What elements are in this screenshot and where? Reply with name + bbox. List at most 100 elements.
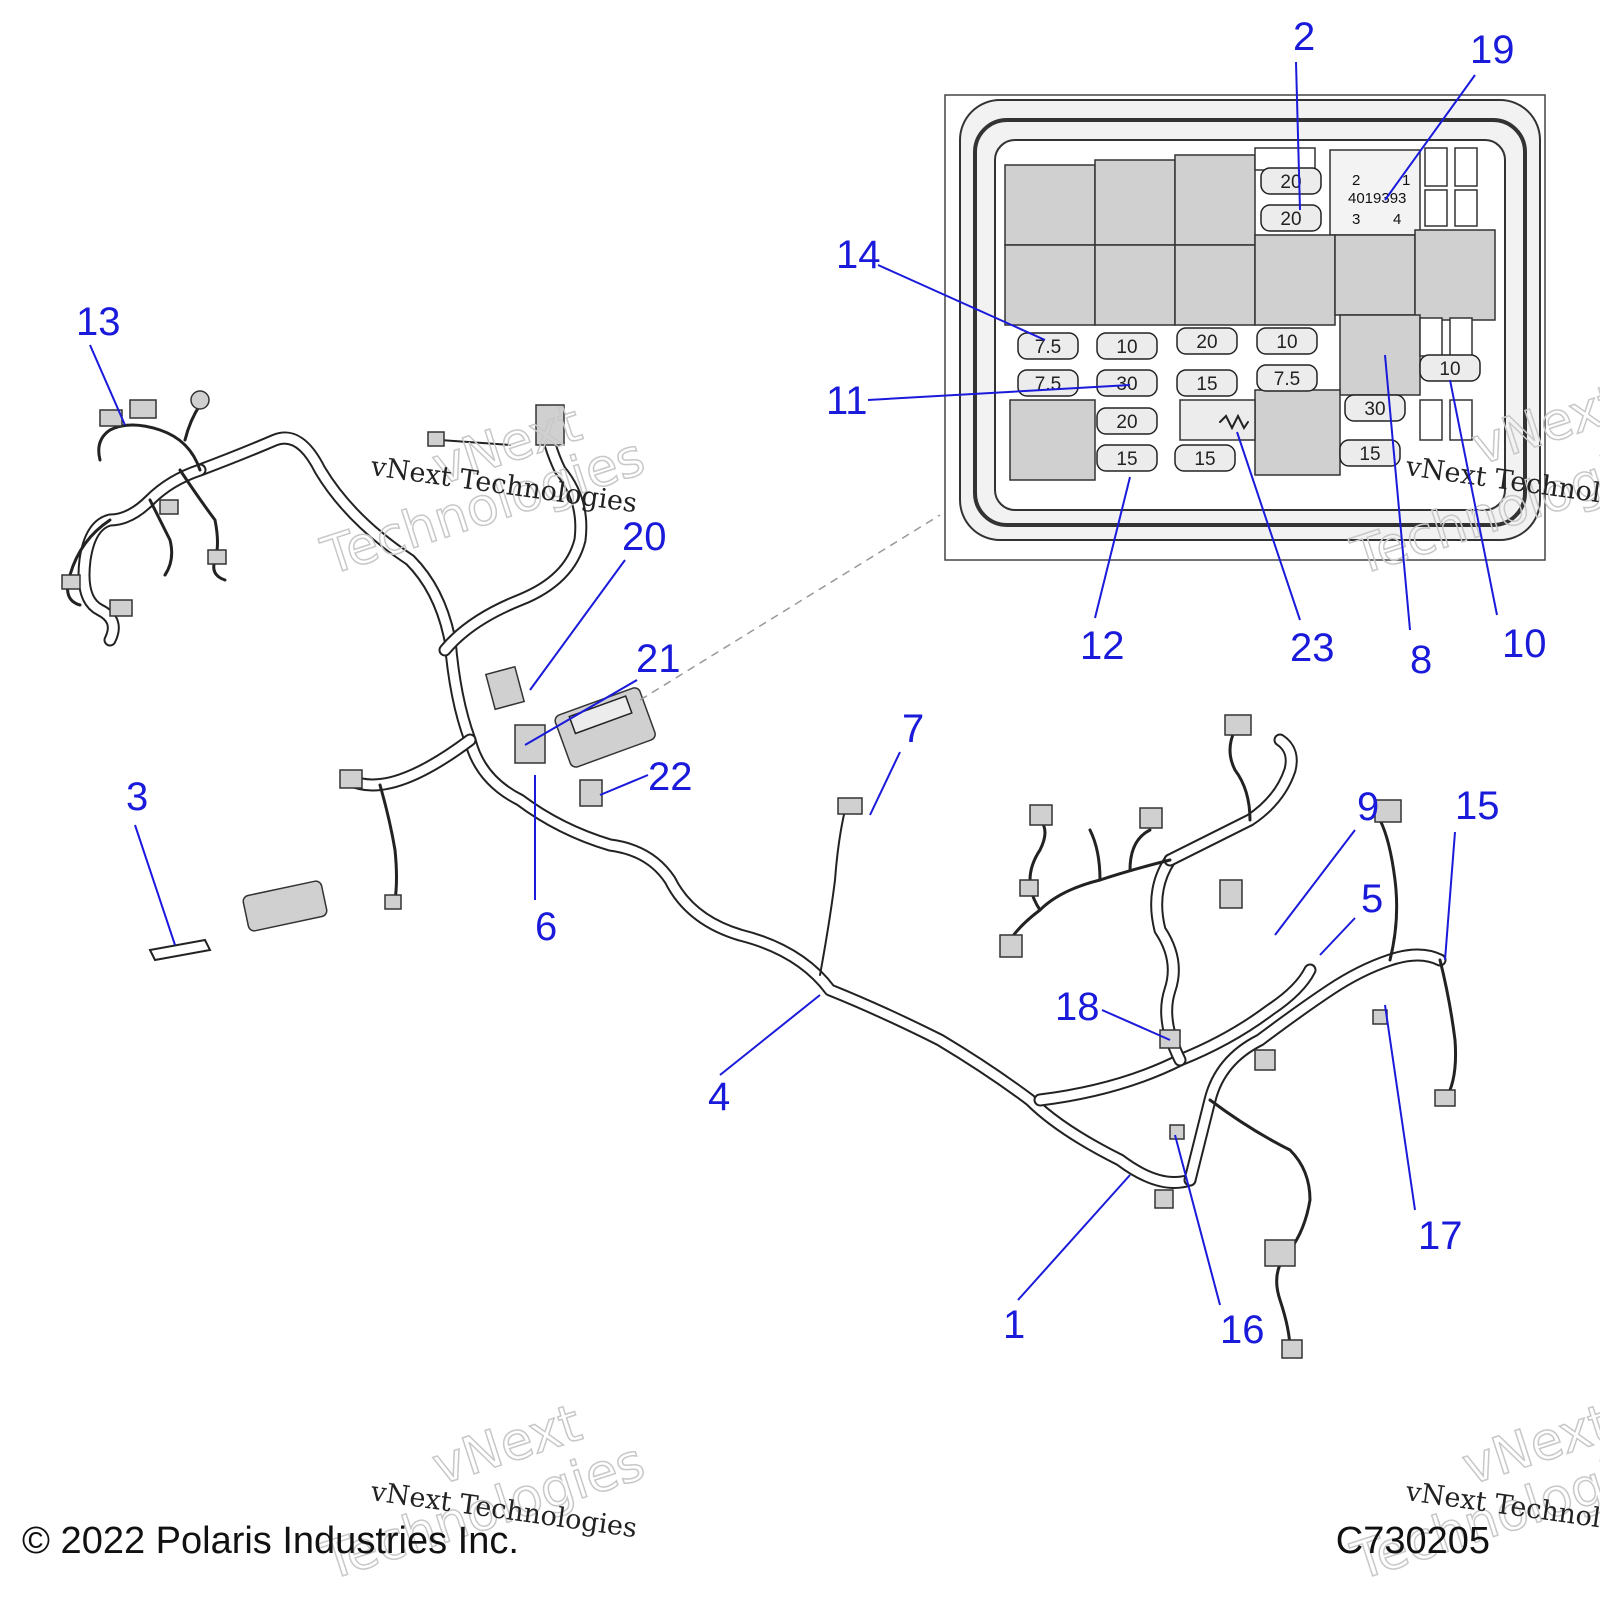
fuse-body [1260, 204, 1322, 232]
fuse-rating: 20 [1280, 209, 1301, 230]
callout-18: 18 [1055, 985, 1100, 1029]
callout-leader-7 [869, 751, 901, 816]
callout-9: 9 [1357, 785, 1379, 829]
fuse-rating: 10 [1116, 337, 1137, 358]
callout-leader-13 [89, 344, 126, 426]
fuse-body [1174, 444, 1236, 472]
fuse-rating: 15 [1116, 449, 1137, 470]
fuse-body [1260, 167, 1322, 195]
callout-15: 15 [1455, 784, 1500, 828]
callout-leader-8 [1384, 354, 1411, 631]
callout-leader-21 [524, 679, 638, 746]
callout-8: 8 [1410, 638, 1432, 682]
relay-pin-3: 3 [1352, 211, 1360, 228]
callout-23: 23 [1290, 626, 1335, 670]
fuse-body [1256, 327, 1318, 355]
fuse-7: 7.5 [1017, 369, 1079, 397]
fuse-2: 20 [1260, 204, 1322, 232]
fuse-1: 20 [1260, 167, 1322, 195]
fuse-rating: 30 [1364, 399, 1385, 420]
callout-leader-22 [599, 774, 649, 796]
relay-pin-1: 1 [1402, 172, 1410, 189]
inset-projection-line [639, 514, 941, 701]
callout-leader-12 [1094, 476, 1131, 619]
fuse-16: 15 [1339, 439, 1401, 467]
fuse-body [1339, 439, 1401, 467]
fuse-rating: 20 [1196, 332, 1217, 353]
fuse-body [1176, 369, 1238, 397]
fuse-rating: 10 [1439, 359, 1460, 380]
fuse-10: 7.5 [1256, 364, 1318, 392]
fuse-rating: 7.5 [1035, 374, 1061, 395]
callout-14: 14 [836, 233, 881, 277]
callout-3: 3 [126, 775, 148, 819]
relay-pin-2: 2 [1352, 172, 1360, 189]
fuse-body [1256, 364, 1318, 392]
callout-leader-17 [1384, 1004, 1416, 1211]
callout-leader-2 [1295, 61, 1301, 211]
callout-leader-10 [1449, 379, 1498, 616]
callout-19: 19 [1470, 28, 1515, 72]
fuse-body [1017, 332, 1079, 360]
callout-12: 12 [1080, 624, 1125, 668]
callout-2: 2 [1293, 15, 1315, 59]
fuse-13: 30 [1344, 394, 1406, 422]
fuse-11: 10 [1419, 354, 1481, 382]
callout-17: 17 [1418, 1214, 1463, 1258]
callout-21: 21 [636, 637, 681, 681]
callout-1: 1 [1003, 1303, 1025, 1347]
callout-6: 6 [535, 905, 557, 949]
fuse-rating: 7.5 [1274, 369, 1300, 390]
fuse-body [1096, 407, 1158, 435]
callout-leader-15 [1444, 831, 1456, 961]
callout-22: 22 [648, 755, 693, 799]
callout-13: 13 [76, 300, 121, 344]
relay-pin-4: 4 [1393, 211, 1401, 228]
callout-leader-4 [719, 994, 821, 1076]
callout-leader-11 [867, 384, 1131, 401]
callout-leader-1 [1017, 1174, 1131, 1301]
main-harness-artwork [61, 390, 1457, 1359]
fuse-5: 20 [1176, 327, 1238, 355]
fuse-rating: 15 [1196, 374, 1217, 395]
callout-leader-5 [1319, 917, 1356, 956]
callout-leader-14 [877, 264, 1046, 341]
copyright-notice: © 2022 Polaris Industries Inc. [22, 1520, 519, 1562]
callout-leader-16 [1174, 1134, 1221, 1306]
fuse-15: 15 [1174, 444, 1236, 472]
fuse-body [1176, 327, 1238, 355]
fuse-9: 15 [1176, 369, 1238, 397]
callout-leader-9 [1274, 829, 1356, 936]
fuse-12: 20 [1096, 407, 1158, 435]
callout-leader-23 [1236, 431, 1301, 621]
fuse-body [1096, 332, 1158, 360]
fuse-rating: 20 [1116, 412, 1137, 433]
fuse-4: 10 [1096, 332, 1158, 360]
fuse-rating: 15 [1194, 449, 1215, 470]
callout-7: 7 [902, 707, 924, 751]
fuse-8: 30 [1096, 369, 1158, 397]
relay-part-number: 4019393 [1348, 190, 1406, 207]
callout-leader-3 [134, 824, 176, 946]
callout-11: 11 [826, 379, 868, 423]
fuse-body [1096, 369, 1158, 397]
fuse-14: 15 [1096, 444, 1158, 472]
callout-16: 16 [1220, 1308, 1265, 1352]
figure-code: C730205 [1335, 1520, 1490, 1562]
fuse-rating: 10 [1276, 332, 1297, 353]
fuse-6: 10 [1256, 327, 1318, 355]
fuse-3: 7.5 [1017, 332, 1079, 360]
callout-10: 10 [1502, 622, 1547, 666]
callout-leader-19 [1384, 74, 1476, 201]
callout-leader-20 [529, 559, 626, 691]
callout-4: 4 [708, 1075, 730, 1119]
fuse-rating: 15 [1359, 444, 1380, 465]
fuse-body [1096, 444, 1158, 472]
fuse-rating: 20 [1280, 172, 1301, 193]
fuse-rating: 7.5 [1035, 337, 1061, 358]
callout-20: 20 [622, 515, 667, 559]
callout-leader-18 [1101, 1009, 1171, 1041]
